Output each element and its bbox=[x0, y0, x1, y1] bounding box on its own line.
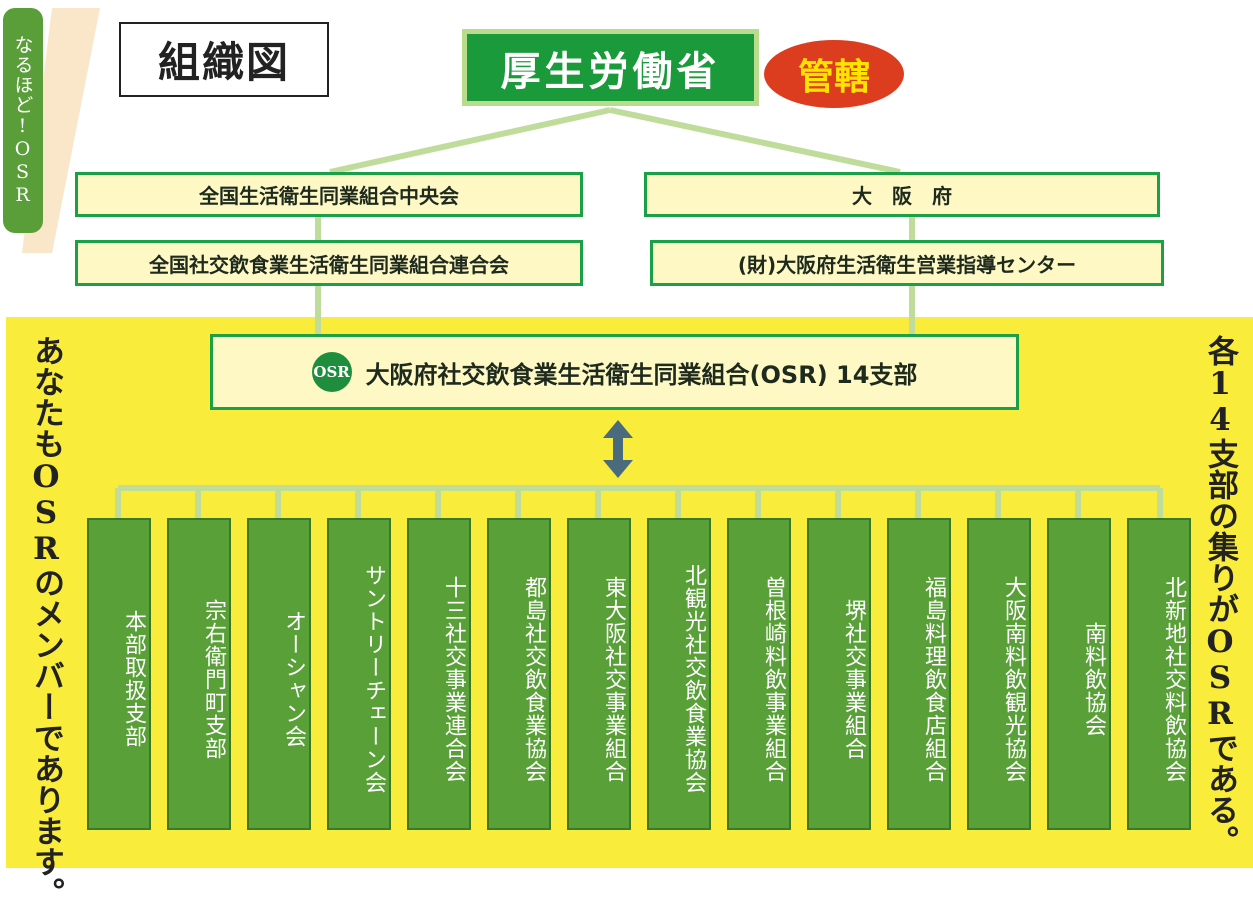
national-central-association: 全国生活衛生同業組合中央会 bbox=[75, 172, 583, 217]
branch-item: サントリーチェーン会 bbox=[327, 518, 391, 830]
branch-item: 曽根崎料飲事業組合 bbox=[727, 518, 791, 830]
diagram-title: 組織図 bbox=[119, 22, 329, 97]
national-federation: 全国社交飲食業生活衛生同業組合連合会 bbox=[75, 240, 583, 286]
osr-label: 大阪府社交飲食業生活衛生同業組合(OSR) 14支部 bbox=[365, 360, 918, 389]
osr-logo-icon: OSR bbox=[311, 352, 352, 392]
osr-association: OSR 大阪府社交飲食業生活衛生同業組合(OSR) 14支部 bbox=[210, 334, 1019, 410]
left-message: あなたもOSRのメンバーであります。 bbox=[28, 335, 64, 908]
branch-item: 大阪南料飲観光協会 bbox=[967, 518, 1031, 830]
branch-item: オーシャン会 bbox=[247, 518, 311, 830]
branch-item: 堺社交事業組合 bbox=[807, 518, 871, 830]
branch-item: 東大阪社交事業組合 bbox=[567, 518, 631, 830]
branch-item: 都島社交飲食業協会 bbox=[487, 518, 551, 830]
branch-item: 本部取扱支部 bbox=[87, 518, 151, 830]
side-tab: なるほど!OSR bbox=[3, 8, 43, 233]
ministry-box: 厚生労働省 bbox=[462, 29, 759, 106]
connector-lines bbox=[115, 107, 1163, 518]
guidance-center: (財)大阪府生活衛生営業指導センター bbox=[650, 240, 1164, 286]
right-message: 各14支部の集りがOSRである。 bbox=[1202, 335, 1238, 856]
jurisdiction-badge: 管轄 bbox=[764, 40, 904, 108]
branch-item: 北新地社交料飲協会 bbox=[1127, 518, 1191, 830]
branch-item: 北観光社交飲食業協会 bbox=[647, 518, 711, 830]
branch-item: 宗右衛門町支部 bbox=[167, 518, 231, 830]
branch-item: 福島料理飲食店組合 bbox=[887, 518, 951, 830]
branch-item: 十三社交事業連合会 bbox=[407, 518, 471, 830]
double-arrow-icon bbox=[603, 420, 633, 478]
branch-item: 南料飲協会 bbox=[1047, 518, 1111, 830]
osaka-prefecture: 大 阪 府 bbox=[644, 172, 1160, 217]
